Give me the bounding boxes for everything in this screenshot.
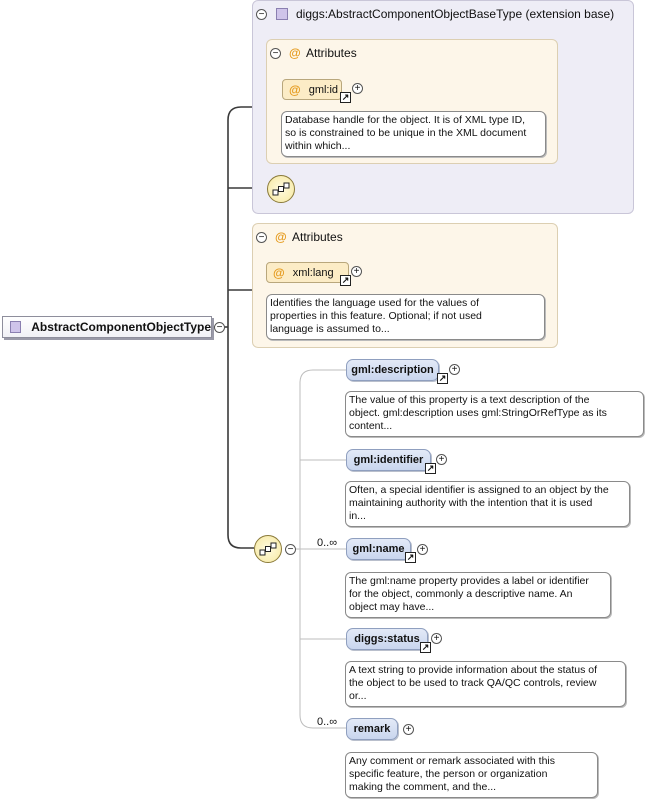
base-attributes-header: Attributes [306,46,357,60]
element-remark[interactable]: remark [346,718,398,740]
complex-type-icon [10,321,22,333]
element-name: gml:name [352,543,405,555]
attribute-xml-lang[interactable]: @ xml:lang [266,262,349,283]
doc-line: so is constrained to be unique in the XM… [285,127,527,139]
doc-line: The value of this property is a text des… [349,394,590,406]
doc-line: The gml:name property provides a label o… [349,575,589,587]
sequence-compositor-icon[interactable] [254,535,282,563]
attribute-name: gml:id [308,83,339,96]
doc-line: or... [349,690,367,702]
base-type-collapse-toggle[interactable]: − [256,9,267,20]
occurrence-label: 0..∞ [317,716,338,728]
doc-line: Any comment or remark associated with th… [349,755,555,767]
element-gml-identifier[interactable]: gml:identifier [346,449,431,471]
attribute-expand-toggle[interactable]: + [352,83,363,94]
element-expand-toggle[interactable]: + [417,544,428,555]
element-gml-description[interactable]: gml:description [346,359,439,381]
doc-line: Often, a special identifier is assigned … [349,484,609,496]
attribute-expand-toggle[interactable]: + [351,266,362,277]
attribute-xml-lang-doc: Identifies the language used for the val… [266,294,545,340]
element-remark-doc: Any comment or remark associated with th… [345,752,598,798]
doc-line: in... [349,510,366,522]
element-expand-toggle[interactable]: + [431,633,442,644]
reference-arrow-icon[interactable]: ↗ [437,373,448,384]
doc-line: properties in this feature. Optional; if… [270,310,482,322]
attribute-at-icon: @ [273,265,285,280]
attribute-gml-id[interactable]: @ gml:id [282,79,342,100]
base-attributes-collapse-toggle[interactable]: − [270,48,281,59]
element-gml-name-doc: The gml:name property provides a label o… [345,572,611,618]
doc-line: object may have... [349,601,435,613]
element-diggs-status[interactable]: diggs:status [346,628,428,650]
element-gml-identifier-doc: Often, a special identifier is assigned … [345,481,630,527]
element-expand-toggle[interactable]: + [449,364,460,375]
root-complex-type[interactable]: AbstractComponentObjectType [2,316,212,338]
occurrence-label: 0..∞ [317,537,338,549]
reference-arrow-icon[interactable]: ↗ [420,642,431,653]
doc-line: A text string to provide information abo… [349,664,598,676]
doc-line: maintaining authority with the intention… [349,497,593,509]
doc-line: Database handle for the object. It is of… [285,114,526,126]
reference-arrow-icon[interactable]: ↗ [405,552,416,563]
doc-line: the object to be used to track QA/QC con… [349,677,597,689]
attributes-header: Attributes [292,230,343,244]
element-expand-toggle[interactable]: + [403,724,414,735]
element-expand-toggle[interactable]: + [436,454,447,465]
doc-line: within which... [285,140,351,152]
base-type-label: diggs:AbstractComponentObjectBaseType (e… [296,7,615,21]
element-name: remark [353,723,391,735]
root-type-label: AbstractComponentObjectType [31,320,211,334]
sequence-collapse-toggle[interactable]: − [285,544,296,555]
doc-line: Identifies the language used for the val… [270,297,479,309]
attribute-name: xml:lang [292,266,334,279]
attribute-at-icon: @ [289,82,301,97]
sequence-compositor-icon[interactable] [267,175,295,203]
doc-line: specific feature, the person or organiza… [349,768,548,780]
element-name: gml:identifier [353,454,424,466]
reference-arrow-icon[interactable]: ↗ [340,275,351,286]
element-gml-description-doc: The value of this property is a text des… [345,391,644,437]
doc-line: object. gml:description uses gml:StringO… [349,407,607,419]
element-diggs-status-doc: A text string to provide information abo… [345,661,626,707]
doc-line: for the object, commonly a descriptive n… [349,588,573,600]
complex-type-icon [276,8,288,20]
reference-arrow-icon[interactable]: ↗ [425,463,436,474]
attributes-collapse-toggle[interactable]: − [256,232,267,243]
element-name: diggs:status [354,633,420,645]
reference-arrow-icon[interactable]: ↗ [340,92,351,103]
element-gml-name[interactable]: gml:name [346,538,411,560]
doc-line: content... [349,420,393,432]
attribute-gml-id-doc: Database handle for the object. It is of… [281,111,546,157]
element-name: gml:description [351,364,434,376]
doc-line: making the comment, and the... [349,781,497,793]
attributes-at-icon: @ [289,46,301,60]
root-collapse-toggle[interactable]: − [214,322,225,333]
doc-line: language is assumed to... [270,323,390,335]
attributes-at-icon: @ [275,230,287,244]
